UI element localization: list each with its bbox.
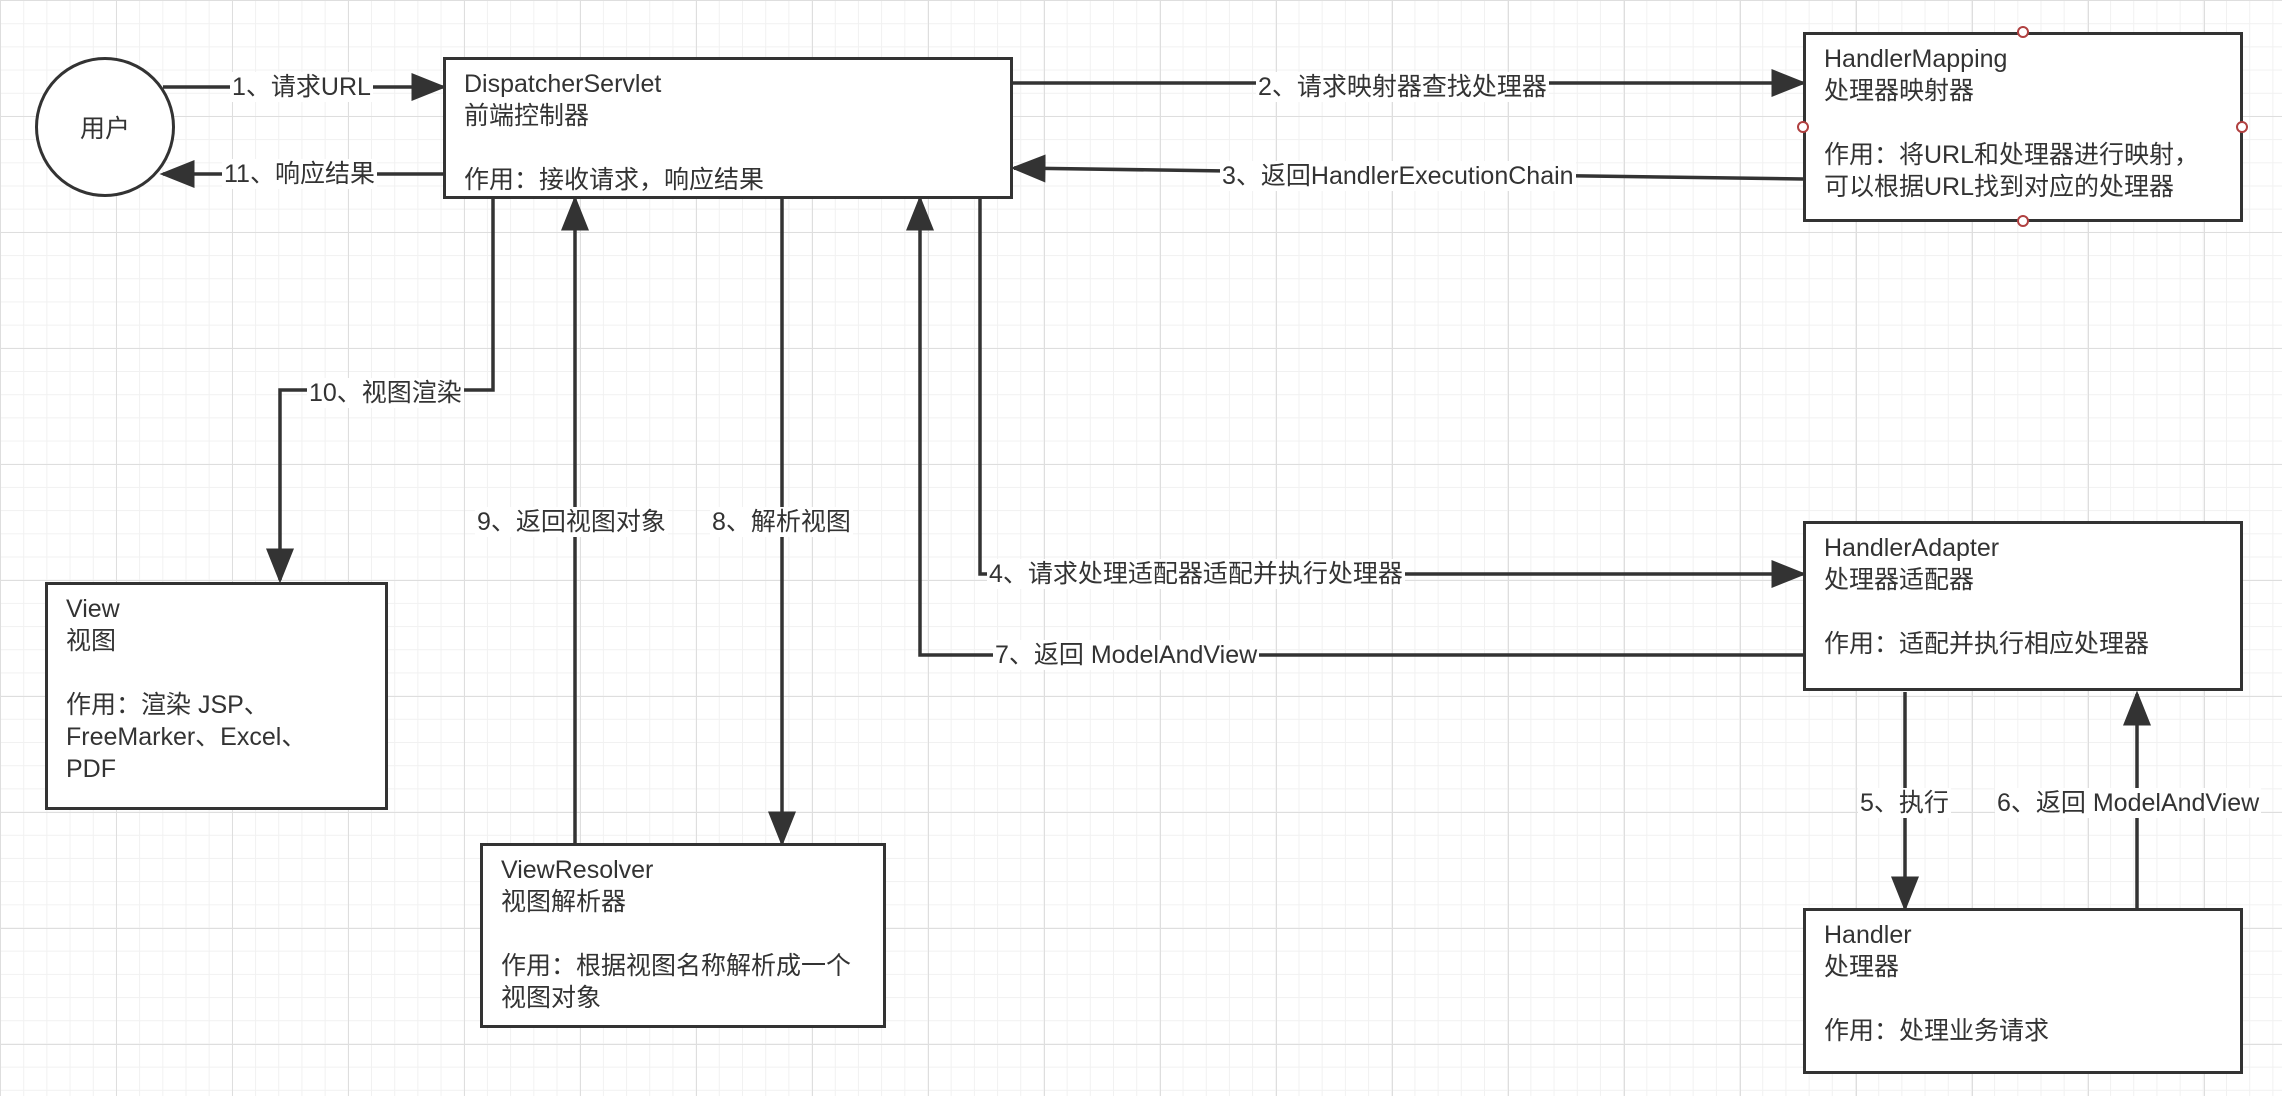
resolver-subtitle: 视图解析器 xyxy=(501,888,627,916)
mapping-desc-2: 可以根据URL找到对应的处理器 xyxy=(1824,173,2175,201)
edge-7-line xyxy=(906,195,1803,657)
mapping-subtitle: 处理器映射器 xyxy=(1824,77,1975,105)
resolver-desc-2: 视图对象 xyxy=(501,984,602,1012)
edge-3-label: 3、返回HandlerExecutionChain xyxy=(1220,161,1576,191)
mapping-handle-left[interactable] xyxy=(1797,121,1809,133)
handler-title: Handler xyxy=(1824,921,1912,949)
mapping-handle-top[interactable] xyxy=(2017,26,2029,38)
adapter-desc: 作用：适配并执行相应处理器 xyxy=(1824,630,2150,658)
view-resolver-box: ViewResolver 视图解析器 作用：根据视图名称解析成一个 视图对象 xyxy=(480,843,886,1028)
mapping-handle-right[interactable] xyxy=(2236,121,2248,133)
view-desc-2: FreeMarker、Excel、 xyxy=(66,723,307,751)
view-subtitle: 视图 xyxy=(66,627,117,655)
mapping-handle-bottom[interactable] xyxy=(2017,215,2029,227)
mapping-desc-1: 作用：将URL和处理器进行映射， xyxy=(1824,141,2200,169)
handler-desc: 作用：处理业务请求 xyxy=(1824,1017,2050,1045)
edge-4-line xyxy=(978,197,1807,588)
mapping-title: HandlerMapping xyxy=(1824,45,2008,73)
edge-7-label: 7、返回 ModelAndView xyxy=(993,640,1260,670)
edge-11-label: 11、响应结果 xyxy=(222,159,377,189)
edge-10-label: 10、视图渲染 xyxy=(307,378,464,408)
adapter-title: HandlerAdapter xyxy=(1824,534,2000,562)
dispatcher-subtitle: 前端控制器 xyxy=(464,102,590,130)
handler-subtitle: 处理器 xyxy=(1824,953,1900,981)
dispatcher-servlet-box: DispatcherServlet 前端控制器 作用：接收请求，响应结果 xyxy=(443,57,1013,199)
edge-4-label: 4、请求处理适配器适配并执行处理器 xyxy=(987,559,1405,589)
edge-5-label: 5、执行 xyxy=(1858,788,1951,818)
resolver-desc-1: 作用：根据视图名称解析成一个 xyxy=(501,952,852,980)
dispatcher-desc: 作用：接收请求，响应结果 xyxy=(464,166,765,194)
edge-1-label: 1、请求URL xyxy=(230,72,373,102)
user-node: 用户 xyxy=(35,57,175,197)
user-label: 用户 xyxy=(79,115,130,143)
handler-adapter-box: HandlerAdapter 处理器适配器 作用：适配并执行相应处理器 xyxy=(1803,521,2243,691)
resolver-title: ViewResolver xyxy=(501,856,654,884)
view-box: View 视图 作用：渲染 JSP、 FreeMarker、Excel、 PDF xyxy=(45,582,388,810)
edge-2-label: 2、请求映射器查找处理器 xyxy=(1256,72,1549,102)
view-desc-3: PDF xyxy=(66,755,116,783)
edge-9-label: 9、返回视图对象 xyxy=(475,507,668,537)
edge-6-label: 6、返回 ModelAndView xyxy=(1995,788,2262,818)
edge-8-label: 8、解析视图 xyxy=(710,507,853,537)
handler-box: Handler 处理器 作用：处理业务请求 xyxy=(1803,908,2243,1074)
adapter-subtitle: 处理器适配器 xyxy=(1824,566,1975,594)
dispatcher-title: DispatcherServlet xyxy=(464,70,662,98)
handler-mapping-box: HandlerMapping 处理器映射器 作用：将URL和处理器进行映射， 可… xyxy=(1803,32,2243,222)
view-desc-1: 作用：渲染 JSP、 xyxy=(66,691,269,719)
view-title: View xyxy=(66,595,120,623)
